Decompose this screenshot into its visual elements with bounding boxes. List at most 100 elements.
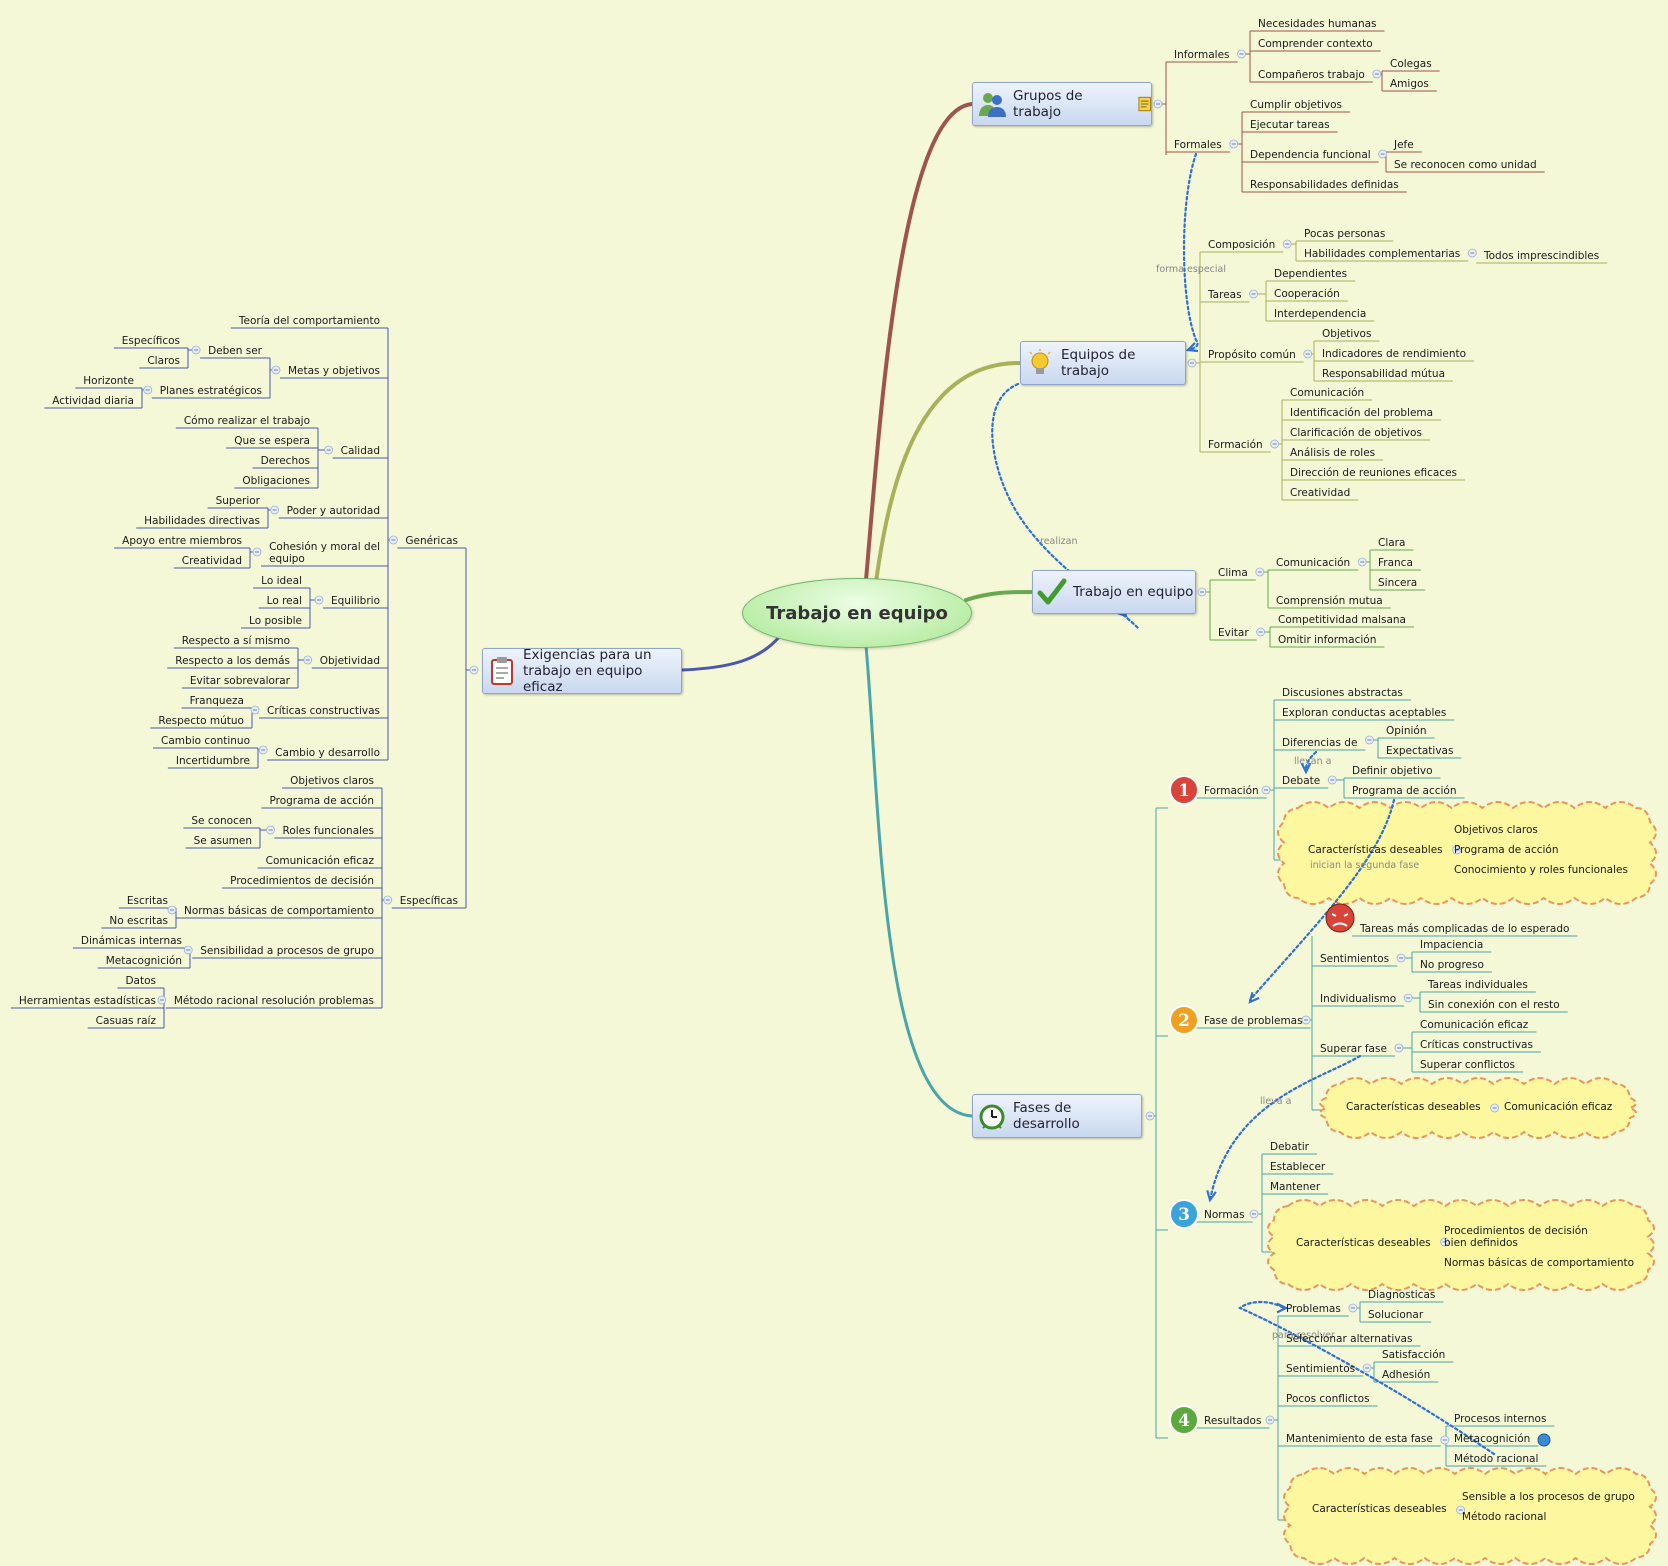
grupos-informales[interactable]: Informales [1174,49,1230,61]
trabajo-comunicacion[interactable]: Comunicación [1276,557,1350,569]
trabajo-clima[interactable]: Clima [1218,567,1248,579]
equipos-formacion-comunicacion[interactable]: Comunicación [1290,387,1364,399]
fases-resultados-pocos-conflictos[interactable]: Pocos conflictos [1286,1393,1370,1405]
exigencias-sensibilidad-dinamicas-internas[interactable]: Dinámicas internas [81,935,182,947]
fases-normas-cloud-normas-basicas-de-comportamiento[interactable]: Normas básicas de comportamiento [1444,1257,1634,1269]
fases-sentimientos-no-progreso[interactable]: No progreso [1420,959,1484,971]
exigencias-genericas-cambio-y-desarrollo[interactable]: Cambio y desarrollo [275,747,380,759]
fases-normas[interactable]: Normas [1204,1209,1245,1221]
trabajo-comunicacion-clara[interactable]: Clara [1378,537,1405,549]
fases-problemas-sentimientos[interactable]: Sentimientos [1320,953,1389,965]
grupos-dependencia-se-reconocen-como-unidad[interactable]: Se reconocen como unidad [1394,159,1537,171]
fases-problemas-individualismo[interactable]: Individualismo [1320,993,1396,1005]
grupos-formales-cumplir-objetivos[interactable]: Cumplir objetivos [1250,99,1342,111]
equipos-formacion[interactable]: Formación [1208,439,1263,451]
equipos-formacion-identificacion-del-problema[interactable]: Identificación del problema [1290,407,1433,419]
equipos-proposito-objetivos[interactable]: Objetivos [1322,328,1371,340]
fases-problemas-cloud-comunicacion-eficaz[interactable]: Comunicación eficaz [1504,1101,1613,1113]
fases-resultados-sentimientos-satisfaccion[interactable]: Satisfacción [1382,1349,1445,1361]
grupos-companeros-colegas[interactable]: Colegas [1390,58,1432,70]
exigencias-cohesion-line-2[interactable]: equipo [269,553,305,565]
grupos-informales-necesidades-humanas[interactable]: Necesidades humanas [1258,18,1377,30]
exigencias-metodo-datos[interactable]: Datos [125,975,156,987]
fases-resultados-mantenimiento-metodo-racional[interactable]: Método racional [1454,1453,1538,1465]
grupos-companeros-amigos[interactable]: Amigos [1390,78,1429,90]
exigencias-genericas[interactable]: Genéricas [405,535,458,547]
exigencias-calidad-que-se-espera[interactable]: Que se espera [234,435,310,447]
fases-debate-programa-de-accion[interactable]: Programa de acción [1352,785,1457,797]
equipos-formacion-direccion-de-reuniones-eficaces[interactable]: Dirección de reuniones eficaces [1290,467,1457,479]
grupos-dependencia-jefe[interactable]: Jefe [1393,139,1414,151]
trabajo-evitar-omitir-informacion[interactable]: Omitir información [1278,634,1376,646]
trabajo-comprension-mutua[interactable]: Comprensión mutua [1276,595,1383,607]
fases-fase-de-problemas[interactable]: Fase de problemas [1204,1015,1303,1027]
fases-diferencias-opinion[interactable]: Opinión [1386,725,1427,737]
exigencias-metas-planes-estrategicos[interactable]: Planes estratégicos [160,385,262,397]
equipos-formacion-clarificacion-de-objetivos[interactable]: Clarificación de objetivos [1290,427,1422,439]
fases-resultados-sentimientos-adhesion[interactable]: Adhesión [1382,1369,1430,1381]
exigencias-especificas-roles-funcionales[interactable]: Roles funcionales [283,825,375,837]
exigencias-planes-horizonte[interactable]: Horizonte [83,375,134,387]
fases-resultados-problemas-solucionar[interactable]: Solucionar [1368,1309,1424,1321]
fases-resultados-mantenimiento-de-esta-fase[interactable]: Mantenimiento de esta fase [1286,1433,1433,1445]
fases-resultados-mantenimiento-metacognicion[interactable]: Metacognición [1454,1433,1530,1445]
note-icon[interactable] [1138,96,1151,112]
exigencias-roles-se-conocen[interactable]: Se conocen [191,815,252,827]
fases-sentimientos-impaciencia[interactable]: Impaciencia [1420,939,1483,951]
trabajo-evitar-competitividad-malsana[interactable]: Competitividad malsana [1278,614,1406,626]
exigencias-especificas-objetivos-claros[interactable]: Objetivos claros [290,775,374,787]
equipos-tareas-cooperacion[interactable]: Cooperación [1274,288,1340,300]
fases-resultados-cloud-caracteristicas-deseables[interactable]: Características deseables [1312,1503,1447,1515]
exigencias-especificas-comunicacion-eficaz[interactable]: Comunicación eficaz [266,855,375,867]
relationship-llevan-a[interactable] [1304,750,1318,772]
exigencias-equilibrio-lo-real[interactable]: Lo real [267,595,302,607]
fases-formacion-cloud-caracteristicas-deseables[interactable]: Características deseables [1308,844,1443,856]
equipos-formacion-analisis-de-roles[interactable]: Análisis de roles [1290,447,1375,459]
fases-normas-cloud-item-line-2[interactable]: bien definidos [1444,1237,1518,1249]
fases-normas-cloud-caracteristicas-deseables[interactable]: Características deseables [1296,1237,1431,1249]
exigencias-equilibrio-lo-posible[interactable]: Lo posible [249,615,302,627]
fases-formacion-discusiones-abstractas[interactable]: Discusiones abstractas [1282,687,1403,699]
exigencias-deben-claros[interactable]: Claros [147,355,180,367]
fases-normas-debatir[interactable]: Debatir [1270,1141,1310,1153]
fases-problemas-tareas-mas-complicadas-de-lo-esperado[interactable]: Tareas más complicadas de lo esperado [1359,923,1569,935]
topic-grupos-de-trabajo[interactable]: Grupos de trabajo [972,82,1152,126]
central-topic[interactable]: Trabajo en equipo [742,578,972,648]
fases-formacion-cloud-programa-de-accion[interactable]: Programa de acción [1454,844,1559,856]
exigencias-especificas-sensibilidad-a-procesos-de-grupo[interactable]: Sensibilidad a procesos de grupo [200,945,374,957]
equipos-composicion-habilidades-complementarias[interactable]: Habilidades complementarias [1304,248,1460,260]
grupos-formales[interactable]: Formales [1174,139,1222,151]
exigencias-cohesion-line-1[interactable]: Cohesión y moral del [269,541,380,553]
exigencias-poder-habilidades-directivas[interactable]: Habilidades directivas [144,515,260,527]
fases-individualismo-sin-conexion-con-el-resto[interactable]: Sin conexión con el resto [1428,999,1560,1011]
fases-individualismo-tareas-individuales[interactable]: Tareas individuales [1427,979,1528,991]
fases-resultados[interactable]: Resultados [1204,1415,1261,1427]
fases-formacion-cloud-conocimiento-y-roles-funcionales[interactable]: Conocimiento y roles funcionales [1454,864,1628,876]
exigencias-objetividad-evitar-sobrevalorar[interactable]: Evitar sobrevalorar [190,675,291,687]
trabajo-comunicacion-sincera[interactable]: Sincera [1378,577,1417,589]
grupos-formales-responsabilidades-definidas[interactable]: Responsabilidades definidas [1250,179,1399,191]
equipos-proposito-indicadores-de-rendimiento[interactable]: Indicadores de rendimiento [1322,348,1466,360]
grupos-formales-dependencia-funcional[interactable]: Dependencia funcional [1250,149,1371,161]
exigencias-genericas-calidad[interactable]: Calidad [341,445,380,457]
topic-trabajo-en-equipo[interactable]: Trabajo en equipo [1032,570,1196,614]
equipos-composicion-pocas-personas[interactable]: Pocas personas [1304,228,1385,240]
exigencias-especificas-normas-basicas-de-comportamiento[interactable]: Normas básicas de comportamiento [184,905,374,917]
topic-fases-de-desarrollo[interactable]: Fases de desarrollo [972,1094,1142,1138]
exigencias-genericas-objetividad[interactable]: Objetividad [320,655,380,667]
exigencias-objetividad-respecto-a-si-mismo[interactable]: Respecto a sí mismo [182,635,290,647]
fases-problemas-cloud-caracteristicas-deseables[interactable]: Características deseables [1346,1101,1481,1113]
fases-normas-establecer[interactable]: Establecer [1270,1161,1326,1173]
globe-icon[interactable] [1537,1433,1551,1447]
fases-formacion-debate[interactable]: Debate [1282,775,1320,787]
exigencias-normas-escritas[interactable]: Escritas [127,895,168,907]
grupos-informales-comprender-contexto[interactable]: Comprender contexto [1258,38,1373,50]
equipos-composicion[interactable]: Composición [1208,239,1275,251]
trabajo-comunicacion-franca[interactable]: Franca [1378,557,1413,569]
fases-resultados-cloud-sensible-a-los-procesos-de-grupo[interactable]: Sensible a los procesos de grupo [1462,1491,1635,1503]
fases-problemas-superar-fase[interactable]: Superar fase [1320,1043,1387,1055]
equipos-formacion-creatividad[interactable]: Creatividad [1290,487,1350,499]
fases-formacion[interactable]: Formación [1204,785,1259,797]
fases-superar-superar-conflictos[interactable]: Superar conflictos [1420,1059,1515,1071]
fases-superar-comunicacion-eficaz[interactable]: Comunicación eficaz [1420,1019,1529,1031]
